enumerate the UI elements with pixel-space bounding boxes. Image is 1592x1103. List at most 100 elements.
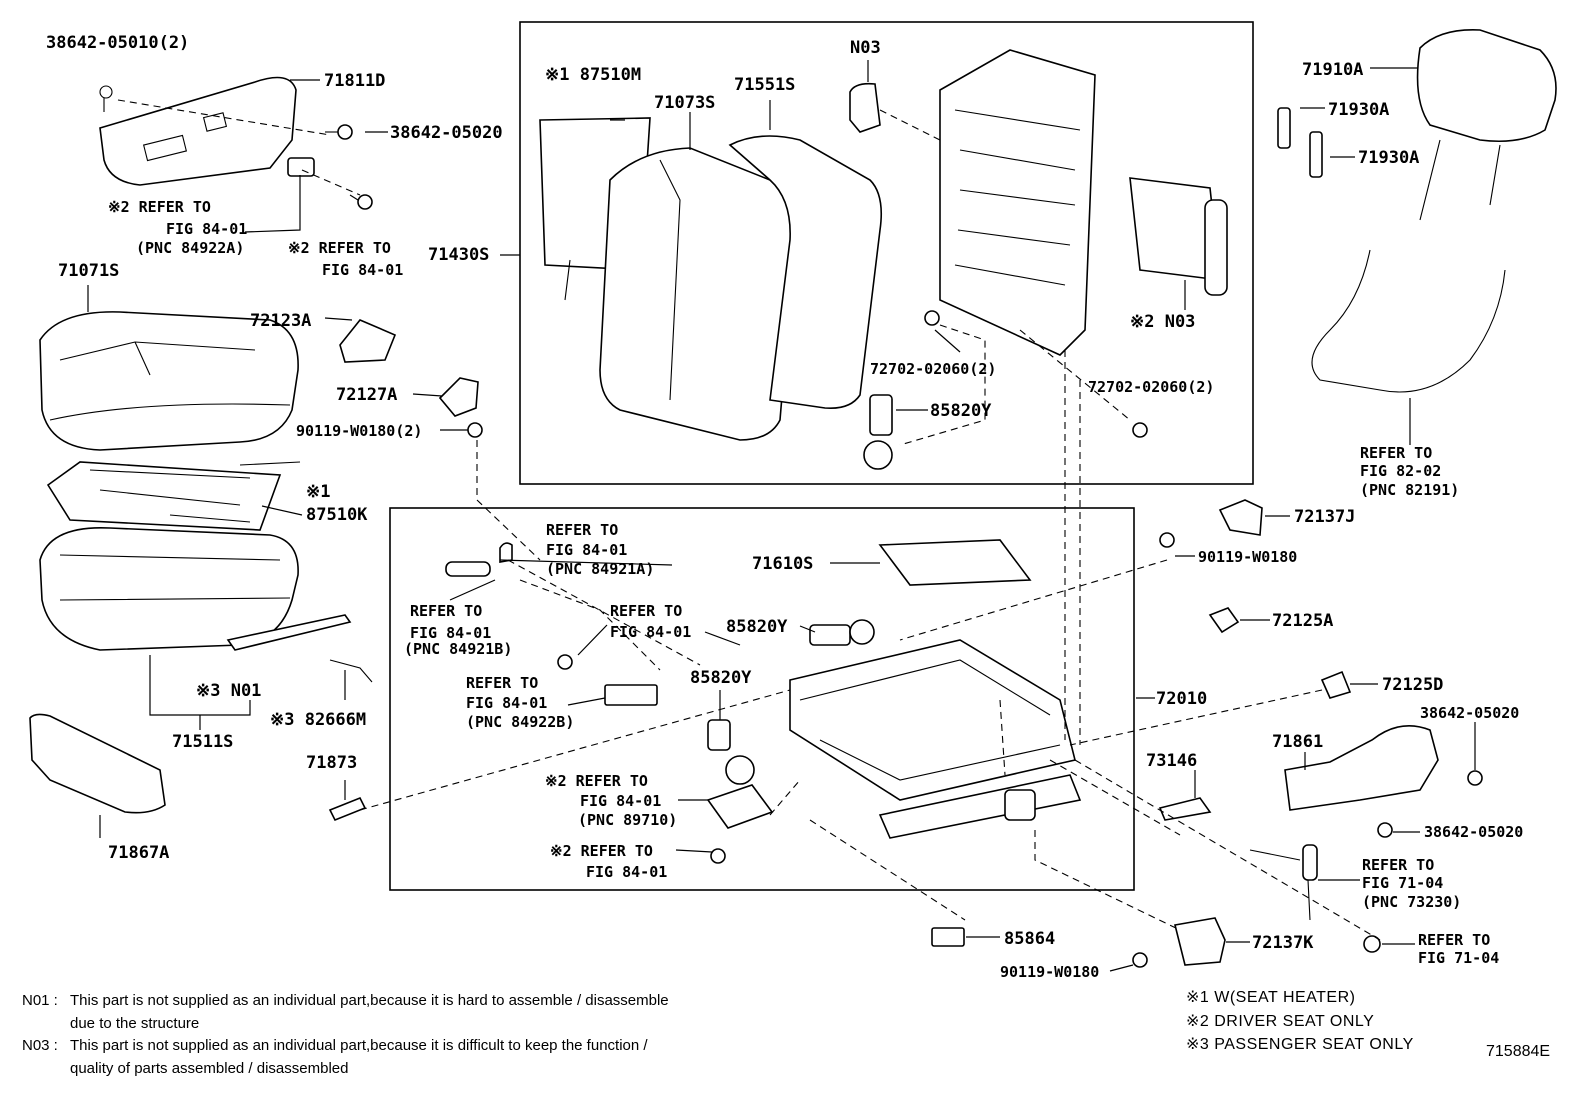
label-ref2-84922a-3: (PNC 84922A) — [136, 239, 244, 257]
note-code: N03 : — [22, 1037, 58, 1054]
label-85820y-low: 85820Y — [690, 668, 752, 688]
motor-85820y-low — [707, 719, 755, 785]
label-ref2-89710-1: ※2 REFER TO — [545, 772, 648, 790]
note-text: This part is not supplied as an individu… — [70, 992, 669, 1009]
label-71511s: 71511S — [172, 732, 233, 752]
label-ref2-low-1: ※2 REFER TO — [550, 842, 653, 860]
label-ref-84921a-3: (PNC 84921A) — [546, 560, 654, 578]
label-ref-82191-3: (PNC 82191) — [1360, 481, 1459, 499]
label-71811d: 71811D — [324, 71, 385, 91]
label-n03-right: ※2 N03 — [1130, 312, 1195, 332]
label-72127a: 72127A — [336, 385, 397, 405]
label-71930a-2: 71930A — [1358, 148, 1419, 168]
note-n03-cont: quality of parts assembled / disassemble… — [22, 1058, 842, 1081]
mat-71610s — [878, 539, 1032, 586]
seatback-group-box — [519, 21, 1254, 485]
label-ref-7104-2: FIG 71-04 — [1418, 949, 1499, 967]
label-71910a: 71910A — [1302, 60, 1363, 80]
leader-lines — [87, 60, 1476, 972]
switch-84922a — [287, 157, 315, 177]
label-71430s: 71430S — [428, 245, 489, 265]
label-72125d: 72125D — [1382, 675, 1443, 695]
guide-71930a-1 — [1277, 107, 1291, 149]
motor-85820y-mid — [809, 619, 875, 646]
bolt-low-fig-84-01 — [710, 848, 726, 864]
label-ref-84922b-2: FIG 84-01 — [466, 694, 547, 712]
label-ref-84921a-2: FIG 84-01 — [546, 541, 627, 559]
note-text: This part is not supplied as an individu… — [70, 1037, 648, 1054]
label-ref-82191-2: FIG 82-02 — [1360, 462, 1441, 480]
label-ref-84921b-2: FIG 84-01 — [410, 624, 491, 642]
label-ref-7104-1: REFER TO — [1418, 931, 1490, 949]
label-ref2-84922a-2: FIG 84-01 — [166, 220, 247, 238]
cover-71867a — [29, 713, 166, 814]
screw-fig-84-01 — [349, 194, 373, 210]
seat-track-group-box — [389, 507, 1135, 891]
label-71867a: 71867A — [108, 843, 169, 863]
bolt-72702-b — [1132, 422, 1148, 438]
guide-71930a-2 — [1309, 131, 1323, 178]
label-38642-05020-a: 38642-05020 — [390, 123, 503, 143]
note-n01-cont: due to the structure — [22, 1013, 842, 1036]
label-72137k: 72137K — [1252, 933, 1314, 953]
label-ref-82191-1: REFER TO — [1360, 444, 1432, 462]
label-star1-left: ※1 — [306, 482, 330, 502]
side-cover-71861 — [1284, 724, 1439, 811]
seat-heater-87510k — [46, 461, 301, 531]
switch-84921b — [445, 561, 491, 577]
buckle-73230 — [1249, 844, 1318, 921]
legend-item-3: ※3 PASSENGER SEAT ONLY — [1186, 1036, 1414, 1053]
bolt-90119-w0180-b — [1132, 952, 1148, 968]
legend: ※1 W(SEAT HEATER) ※2 DRIVER SEAT ONLY ※3… — [1186, 986, 1414, 1057]
label-71071s: 71071S — [58, 261, 119, 281]
label-n01: ※3 N01 — [196, 681, 261, 701]
label-38642-05020-b: 38642-05020 — [1420, 704, 1519, 722]
label-90119-w0180-2: 90119-W0180(2) — [296, 422, 422, 440]
label-ref-73230-3: (PNC 73230) — [1362, 893, 1461, 911]
label-ref-84922b-1: REFER TO — [466, 674, 538, 692]
label-87510m: ※1 87510M — [545, 65, 641, 85]
label-71610s: 71610S — [752, 554, 813, 574]
sidebag-right-n03 — [1129, 177, 1228, 296]
note-text: due to the structure — [70, 1014, 200, 1032]
label-71930a-1: 71930A — [1328, 100, 1389, 120]
sensor-82666m — [226, 614, 373, 683]
clip-72137j — [1218, 499, 1263, 536]
footnotes: N01 : This part is not supplied as an in… — [22, 990, 842, 1080]
bolt-72702-a — [924, 310, 940, 326]
note-n03: N03 : This part is not supplied as an in… — [22, 1035, 842, 1058]
clip-72125a — [1208, 607, 1240, 634]
label-ref2-89710-3: (PNC 89710) — [578, 811, 677, 829]
note-text: quality of parts assembled / disassemble… — [70, 1059, 349, 1077]
block-85864 — [931, 927, 965, 947]
wire-harness-82191 — [1311, 249, 1506, 393]
label-82666m: ※3 82666M — [270, 710, 366, 730]
legend-item-2: ※2 DRIVER SEAT ONLY — [1186, 1012, 1375, 1030]
label-73146: 73146 — [1146, 751, 1197, 771]
label-72010: 72010 — [1156, 689, 1207, 709]
bracket-72127a — [438, 377, 479, 417]
frame-seatback — [939, 49, 1096, 356]
label-85820y-top: 85820Y — [930, 401, 992, 421]
seatback-pad-71551s — [728, 135, 883, 410]
label-ref-73230-1: REFER TO — [1362, 856, 1434, 874]
label-72702-b: 72702-02060(2) — [1088, 378, 1214, 396]
seat-adjuster-72010 — [789, 639, 1082, 839]
label-85820y-mid: 85820Y — [726, 617, 788, 637]
label-38642-05020-c: 38642-05020 — [1424, 823, 1523, 841]
seatback-cover-71073s — [599, 147, 796, 441]
label-ref-fig8401-2: FIG 84-01 — [610, 623, 691, 641]
label-ref-84921b-1: REFER TO — [410, 602, 482, 620]
motor-85820y-top — [863, 394, 893, 470]
switch-84921a — [499, 542, 513, 563]
label-85864: 85864 — [1004, 929, 1055, 949]
side-cover-71811d — [99, 76, 297, 186]
label-90119-w0180-a: 90119-W0180 — [1198, 548, 1297, 566]
label-72702-a: 72702-02060(2) — [870, 360, 996, 378]
assembly-lines — [117, 99, 1381, 941]
label-90119-w0180-b: 90119-W0180 — [1000, 963, 1099, 981]
label-71873: 71873 — [306, 753, 357, 773]
label-72125a: 72125A — [1272, 611, 1333, 631]
switch-84922b — [604, 684, 658, 706]
label-ref2-89710-2: FIG 84-01 — [580, 792, 661, 810]
